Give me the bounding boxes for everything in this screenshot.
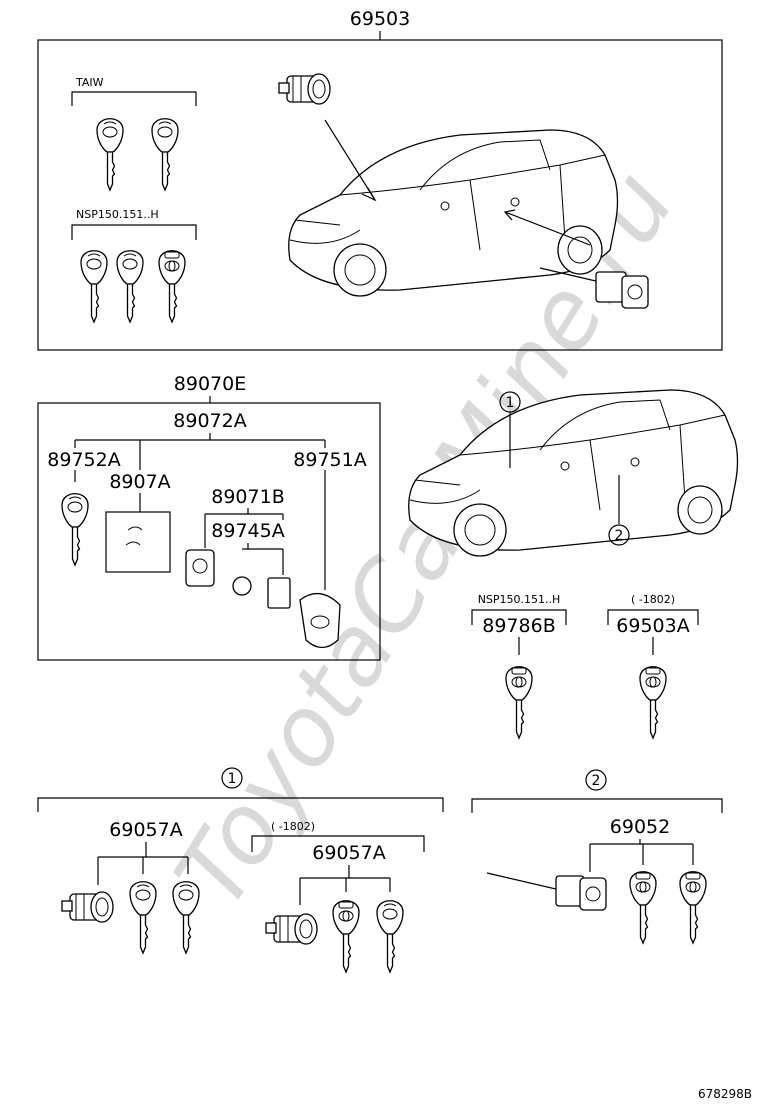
key-icon bbox=[61, 493, 89, 566]
note-1802: ( -1802) bbox=[271, 820, 315, 833]
battery-icon bbox=[232, 576, 252, 596]
ignition-cylinder-icon bbox=[539, 267, 649, 309]
part-number-69503a: 69503A bbox=[616, 615, 689, 637]
callout-1-label: 1 bbox=[506, 395, 515, 411]
diagram-id: 678298B bbox=[698, 1087, 752, 1101]
key-icon bbox=[679, 871, 707, 944]
key-icon bbox=[80, 250, 108, 323]
part-number-69057a-2: 69057A bbox=[312, 842, 385, 864]
key-icon bbox=[376, 900, 404, 973]
set-label-nsp: NSP150.151..H bbox=[76, 208, 159, 221]
section-1-label: 1 bbox=[228, 771, 237, 787]
part-number-89071b: 89071B bbox=[211, 486, 284, 508]
section-1-bracket bbox=[37, 797, 444, 812]
key-icon bbox=[129, 881, 157, 954]
part-number-69057a: 69057A bbox=[109, 819, 182, 841]
callout-2-label: 2 bbox=[615, 528, 624, 544]
part-number-69503: 69503 bbox=[350, 8, 410, 30]
part-number-69052: 69052 bbox=[610, 816, 670, 838]
key-icon bbox=[172, 881, 200, 954]
remote-transmitter-icon bbox=[299, 593, 341, 649]
cover-icon bbox=[267, 577, 291, 609]
pointer-arrow bbox=[324, 119, 376, 201]
key-icon bbox=[158, 250, 186, 323]
car-illustration bbox=[288, 129, 619, 297]
part-number-89072a: 89072A bbox=[173, 410, 246, 432]
key-insert-box bbox=[105, 511, 171, 573]
section-2-label: 2 bbox=[592, 773, 601, 789]
note-nsp: NSP150.151..H bbox=[478, 593, 561, 606]
set-label-taiw: TAIW bbox=[75, 76, 104, 89]
ignition-cylinder-icon bbox=[486, 872, 607, 911]
part-number-89786b: 89786B bbox=[482, 615, 555, 637]
group-box-keyset bbox=[37, 402, 381, 661]
transponder-icon bbox=[185, 549, 215, 587]
group-box-top bbox=[37, 39, 723, 351]
key-icon bbox=[639, 666, 667, 739]
callout-2 bbox=[608, 524, 630, 546]
key-icon bbox=[116, 250, 144, 323]
part-number-89752a: 89752A bbox=[47, 449, 120, 471]
part-number-89745a: 89745A bbox=[211, 520, 284, 542]
part-number-89070e: 89070E bbox=[174, 373, 246, 395]
key-icon bbox=[629, 871, 657, 944]
section-1-marker bbox=[221, 767, 243, 789]
key-icon bbox=[151, 118, 179, 191]
key-icon bbox=[96, 118, 124, 191]
pointer-arrow bbox=[504, 211, 591, 246]
key-icon bbox=[332, 900, 360, 973]
key-icon bbox=[505, 666, 533, 739]
callout-1 bbox=[499, 391, 521, 413]
part-number-89751a: 89751A bbox=[293, 449, 366, 471]
lock-cylinder-icon bbox=[265, 913, 318, 945]
section-2-bracket bbox=[471, 798, 723, 813]
lock-cylinder-icon bbox=[61, 891, 114, 923]
door-lock-cylinder-icon bbox=[278, 73, 331, 105]
section-2-marker bbox=[585, 769, 607, 791]
part-number-8907a: 8907A bbox=[109, 471, 170, 493]
note-1802: ( -1802) bbox=[631, 593, 675, 606]
